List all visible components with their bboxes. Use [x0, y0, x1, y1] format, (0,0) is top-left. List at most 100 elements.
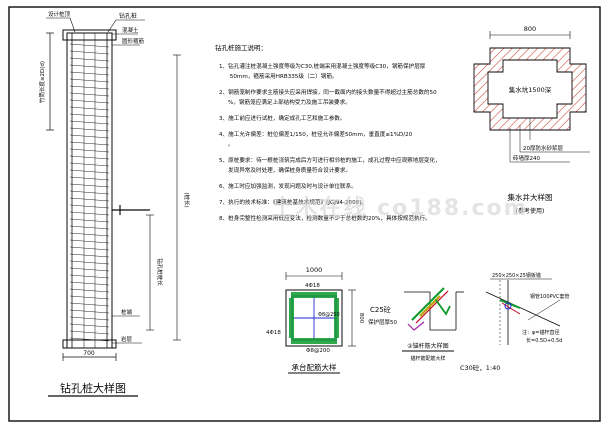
- stirrup-line: [69, 71, 110, 76]
- cap-outline: [285, 289, 343, 347]
- pile-bottom-dim: 700: [83, 350, 95, 357]
- cap-bottom-bars: [291, 338, 337, 344]
- stirrup-line: [69, 127, 110, 132]
- pile-bottom-block: [62, 339, 117, 349]
- pile-bottom-label-1: 岩层: [121, 335, 133, 343]
- stirrup-line: [69, 253, 110, 258]
- stirrup-line: [69, 260, 110, 265]
- pile-body: [66, 32, 113, 349]
- cap-rebar-left: 4Φ18: [266, 330, 281, 336]
- pile-mid-dim: 钻孔桩桩长: [156, 258, 164, 286]
- pit-label-1: 20厚防水砂浆层: [523, 144, 563, 152]
- stirrup-line: [69, 288, 110, 293]
- stirrup-line: [69, 92, 110, 97]
- cap-concrete: C25砼: [370, 305, 391, 314]
- pit-inner-label: 集水坑1500深: [509, 85, 552, 94]
- note-item: 5、原桩要求：待一根桩浇筑完成后方可进行相邻桩的施工，成孔过程中应观察地层变化，…: [219, 156, 441, 174]
- pit-cavity: [487, 59, 573, 119]
- cap-left-bars: [289, 298, 294, 338]
- anchor-bar-red: [415, 290, 449, 324]
- pile-title: 钻孔桩大样图: [60, 381, 126, 395]
- pile-top-block: [62, 29, 117, 41]
- note-item: 2、钢筋笼制作要求主筋接头应采用焊接，同一截面内的接头数量不得超过主筋总数的50…: [219, 88, 437, 106]
- anchor-hook: [435, 299, 451, 316]
- stirrup-line: [69, 204, 110, 209]
- watermark: 土木在线 co188.com: [271, 195, 528, 221]
- anchor-bottom-note2: 长=0.5D+0.5d: [526, 337, 562, 344]
- stirrup-line: [69, 120, 110, 125]
- note-item: 7、执行的技术标准：《建筑桩基技术规范》(JGJ94-2008)。: [219, 198, 367, 206]
- notes-heading: 钻孔桩施工说明：: [215, 43, 267, 52]
- stirrup-line: [69, 155, 110, 160]
- stirrup-hatch: [69, 43, 110, 342]
- pile-top-label-1: 钻孔桩: [119, 12, 137, 20]
- anchor-frame-left: [404, 291, 456, 331]
- pile-cap-detail: 1000 4Φ18 Φ8@250 4Φ18 Φ8@200 800 C25砼 保护…: [266, 266, 397, 374]
- pile-detail: 700 竹筒长度≥2D(d) 钻孔桩 设计桩顶 混凝土 圆形箍筋 (桩长) 钻孔…: [38, 10, 191, 397]
- stirrup-line: [69, 148, 110, 153]
- stirrup-line: [69, 183, 110, 188]
- stirrup-line: [69, 162, 110, 167]
- stirrup-line: [69, 134, 110, 139]
- stirrup-line: [69, 176, 110, 181]
- pile-top-label-2: 混凝土: [122, 26, 139, 34]
- stirrup-line: [69, 232, 110, 237]
- pit-subtitle: (参考使用): [516, 207, 545, 215]
- stirrup-line: [69, 57, 110, 62]
- anchor-bar-green: [411, 287, 445, 321]
- sheet-border: [8, 6, 601, 422]
- stirrup-line: [69, 50, 110, 55]
- stirrup-line: [69, 190, 110, 195]
- cap-right-bars: [334, 298, 339, 338]
- pit-label-2: 砖墙厚240: [513, 154, 540, 162]
- stirrup-line: [69, 274, 110, 279]
- stirrup-line: [69, 246, 110, 251]
- notes-body: 1、钻孔灌注桩混凝土强度等级为C30,桩端采用混凝土强度等级C30，钢筋保护层厚…: [219, 62, 441, 222]
- stirrup-line: [69, 323, 110, 328]
- stirrup-line: [69, 309, 110, 314]
- construction-notes: 钻孔桩施工说明： 1、钻孔灌注桩混凝土强度等级为C30,桩端采用混凝土强度等级C…: [215, 43, 441, 222]
- stirrup-line: [69, 225, 110, 230]
- note-item: 8、桩身完整性检测采用低应变法，检测数量不少于总桩数的20%，具体按规范执行。: [219, 214, 431, 222]
- stirrup-line: [69, 64, 110, 69]
- pile-bottom-label-0: 桩端: [121, 308, 133, 316]
- stirrup-line: [69, 267, 110, 272]
- stirrup-line: [69, 197, 110, 202]
- anchor-scale: C30砼，1:40: [460, 363, 500, 372]
- stirrup-line: [69, 281, 110, 286]
- stirrup-line: [69, 43, 110, 48]
- stirrup-line: [69, 239, 110, 244]
- anchor-title: ②锚杆筋大样图: [407, 342, 448, 350]
- anchor-node: [504, 302, 512, 310]
- stirrup-line: [69, 302, 110, 307]
- stirrup-line: [69, 211, 110, 216]
- cap-top-bars: [291, 292, 337, 298]
- stirrup-line: [69, 169, 110, 174]
- stirrup-line: [69, 316, 110, 321]
- stirrup-line: [69, 295, 110, 300]
- anchor-top-note: 250×250×25钢板锚: [492, 272, 541, 279]
- pit-title: 集水井大样图: [508, 192, 553, 202]
- anchor-right-note: 钢管100PVC套管: [530, 293, 569, 300]
- cap-right-dim: 800: [358, 313, 364, 324]
- cap-cover: 保护层厚50: [368, 318, 397, 326]
- stirrup-line: [69, 99, 110, 104]
- note-item: 1、钻孔灌注桩混凝土强度等级为C30,桩端采用混凝土强度等级C30，钢筋保护层厚…: [219, 62, 426, 80]
- stirrup-line: [69, 141, 110, 146]
- stirrup-line: [69, 106, 110, 111]
- anchor-bar-yellow: [419, 295, 441, 317]
- note-item: 6、施工时应加强监测，发现问题及时与设计单位联系。: [219, 182, 357, 190]
- note-item: 3、施工前应进行试桩，确定成孔工艺和施工参数。: [219, 114, 346, 122]
- cap-rebar-mid: Φ8@250: [318, 312, 340, 318]
- anchor-bar-detail: ②锚杆筋大样图 锚杆筋配筋大样 C30砼，1:40 250×250×25钢板锚 …: [402, 272, 569, 372]
- cap-rebar-bot: Φ8@200: [306, 348, 330, 354]
- stirrup-line: [69, 113, 110, 118]
- pile-top-label-3: 圆形箍筋: [122, 37, 145, 45]
- stirrup-line: [69, 85, 110, 90]
- cap-rebar-top: 4Φ18: [305, 283, 320, 289]
- pile-left-dim: 竹筒长度≥2D(d): [38, 61, 46, 103]
- note-item: 4、施工允许偏差：桩位偏差1/150，桩径允许偏差50mm，垂直度≤1%D/20…: [219, 130, 413, 148]
- stirrup-line: [69, 78, 110, 83]
- anchor-plate: [407, 321, 425, 331]
